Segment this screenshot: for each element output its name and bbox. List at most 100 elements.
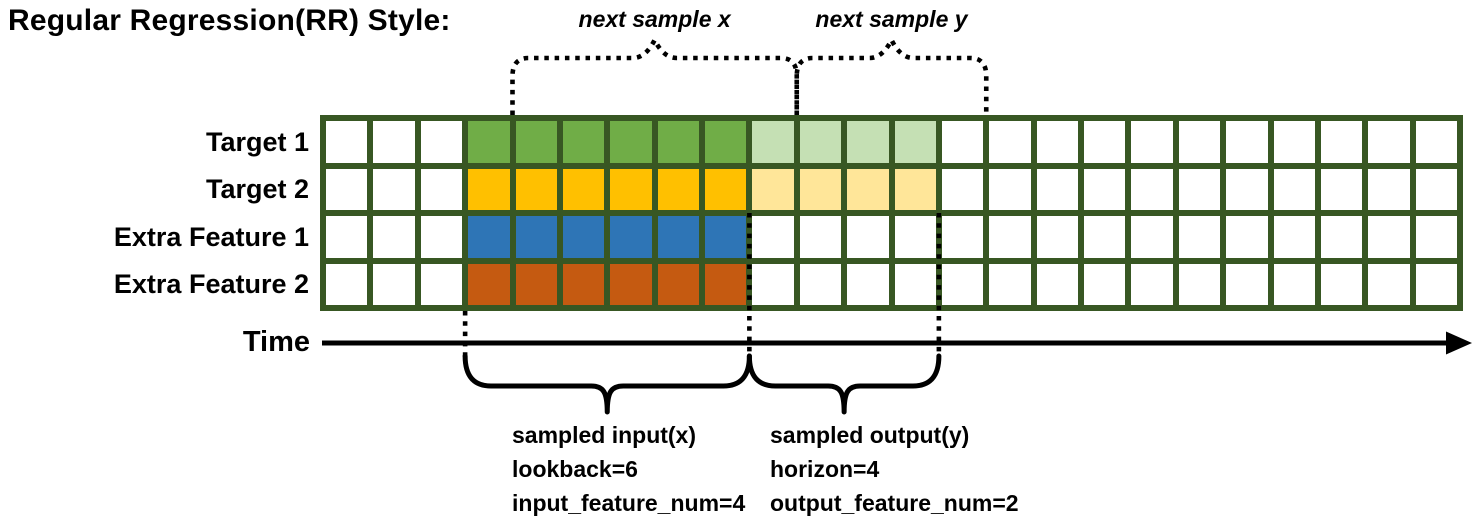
grid-cell bbox=[1320, 216, 1363, 258]
grid-cell bbox=[1368, 121, 1410, 163]
grid-cell bbox=[515, 216, 557, 258]
grid-cell bbox=[941, 168, 984, 210]
grid-cell bbox=[610, 168, 652, 210]
grid-cell bbox=[468, 263, 510, 305]
grid-cell bbox=[894, 168, 936, 210]
grid-cell bbox=[1036, 216, 1078, 258]
grid-cell bbox=[515, 168, 557, 210]
grid-cell bbox=[1084, 168, 1126, 210]
grid-cell bbox=[847, 263, 889, 305]
grid-cell bbox=[657, 121, 699, 163]
grid-cell bbox=[326, 121, 368, 163]
grid-cell bbox=[941, 121, 984, 163]
grid-cell bbox=[610, 121, 652, 163]
time-axis-label: Time bbox=[242, 326, 310, 358]
next-sample-x-brace bbox=[510, 34, 800, 115]
grid-cell bbox=[989, 216, 1031, 258]
sampled-output-line: sampled output(y) bbox=[770, 422, 970, 448]
sampling-grid bbox=[320, 115, 1463, 311]
grid-cell bbox=[705, 263, 747, 305]
grid-cell bbox=[1178, 216, 1221, 258]
grid-cell bbox=[941, 263, 984, 305]
grid-cell bbox=[1178, 121, 1221, 163]
grid-cell bbox=[1178, 263, 1221, 305]
grid-cell bbox=[1368, 168, 1410, 210]
grid-cell bbox=[562, 168, 605, 210]
grid-cell bbox=[657, 216, 699, 258]
grid-cell bbox=[1036, 263, 1078, 305]
row-label-extra-feature-2: Extra Feature 2 bbox=[113, 269, 309, 299]
grid-cell bbox=[1415, 168, 1457, 210]
grid-cell bbox=[1084, 216, 1126, 258]
grid-cell bbox=[373, 263, 415, 305]
grid-cell bbox=[468, 216, 510, 258]
grid-cell bbox=[1131, 263, 1173, 305]
grid-cell bbox=[562, 216, 605, 258]
grid-cell bbox=[1273, 121, 1315, 163]
horizon-line: horizon=4 bbox=[770, 456, 880, 482]
grid-cell bbox=[1131, 168, 1173, 210]
lookback-line: lookback=6 bbox=[512, 456, 638, 482]
grid-cell bbox=[894, 263, 936, 305]
grid-cell bbox=[752, 263, 794, 305]
grid-cell bbox=[326, 263, 368, 305]
grid-cell bbox=[326, 216, 368, 258]
grid-cell bbox=[752, 168, 794, 210]
grid-cell bbox=[1415, 263, 1457, 305]
grid-cell bbox=[515, 263, 557, 305]
time-axis-arrowhead bbox=[1446, 331, 1472, 355]
grid-cell bbox=[1036, 121, 1078, 163]
sampled-output-caption: sampled output(y) horizon=4 output_featu… bbox=[770, 418, 1019, 516]
grid-cell bbox=[1320, 168, 1363, 210]
grid-cell bbox=[1273, 168, 1315, 210]
page-title: Regular Regression(RR) Style: bbox=[8, 4, 451, 37]
grid-cell bbox=[420, 168, 463, 210]
grid-cell bbox=[1368, 216, 1410, 258]
grid-cell bbox=[1368, 263, 1410, 305]
grid-cell bbox=[847, 216, 889, 258]
grid-cell bbox=[705, 121, 747, 163]
row-label-target-1: Target 1 bbox=[205, 127, 309, 157]
grid-cell bbox=[705, 216, 747, 258]
grid-cell bbox=[989, 168, 1031, 210]
grid-cell bbox=[1131, 121, 1173, 163]
input-features-line: input_feature_num=4 bbox=[512, 490, 746, 516]
grid-cell bbox=[610, 263, 652, 305]
grid-cell bbox=[420, 216, 463, 258]
grid-cell bbox=[326, 168, 368, 210]
grid-cell bbox=[515, 121, 557, 163]
grid-cell bbox=[752, 216, 794, 258]
grid-cell bbox=[373, 168, 415, 210]
grid-cell bbox=[989, 263, 1031, 305]
sampled-input-caption: sampled input(x) lookback=6 input_featur… bbox=[512, 418, 745, 516]
grid-cell bbox=[1320, 263, 1363, 305]
grid-cell bbox=[1273, 216, 1315, 258]
grid-cell bbox=[799, 263, 842, 305]
grid-cell bbox=[705, 168, 747, 210]
grid-cell bbox=[657, 263, 699, 305]
sampled-input-line: sampled input(x) bbox=[512, 422, 697, 448]
grid-cell bbox=[562, 121, 605, 163]
grid-cell bbox=[1415, 216, 1457, 258]
grid-cell bbox=[1273, 263, 1315, 305]
grid-cell bbox=[657, 168, 699, 210]
grid-cell bbox=[562, 263, 605, 305]
grid-cell bbox=[1036, 168, 1078, 210]
next-sample-x-label: next sample x bbox=[578, 6, 731, 32]
grid-cell bbox=[1084, 263, 1126, 305]
next-sample-y-brace bbox=[794, 34, 989, 115]
grid-cell bbox=[1226, 263, 1268, 305]
grid-cell bbox=[373, 121, 415, 163]
grid-cell bbox=[894, 216, 936, 258]
grid-cell bbox=[1131, 216, 1173, 258]
grid-cell bbox=[373, 216, 415, 258]
grid-cell bbox=[1320, 121, 1363, 163]
sampled-input-brace bbox=[462, 353, 752, 415]
grid-cell bbox=[847, 121, 889, 163]
grid-cell bbox=[420, 263, 463, 305]
grid-cell bbox=[468, 121, 510, 163]
sampled-output-brace bbox=[746, 353, 942, 415]
row-label-extra-feature-1: Extra Feature 1 bbox=[113, 222, 309, 252]
grid-cell bbox=[1226, 168, 1268, 210]
